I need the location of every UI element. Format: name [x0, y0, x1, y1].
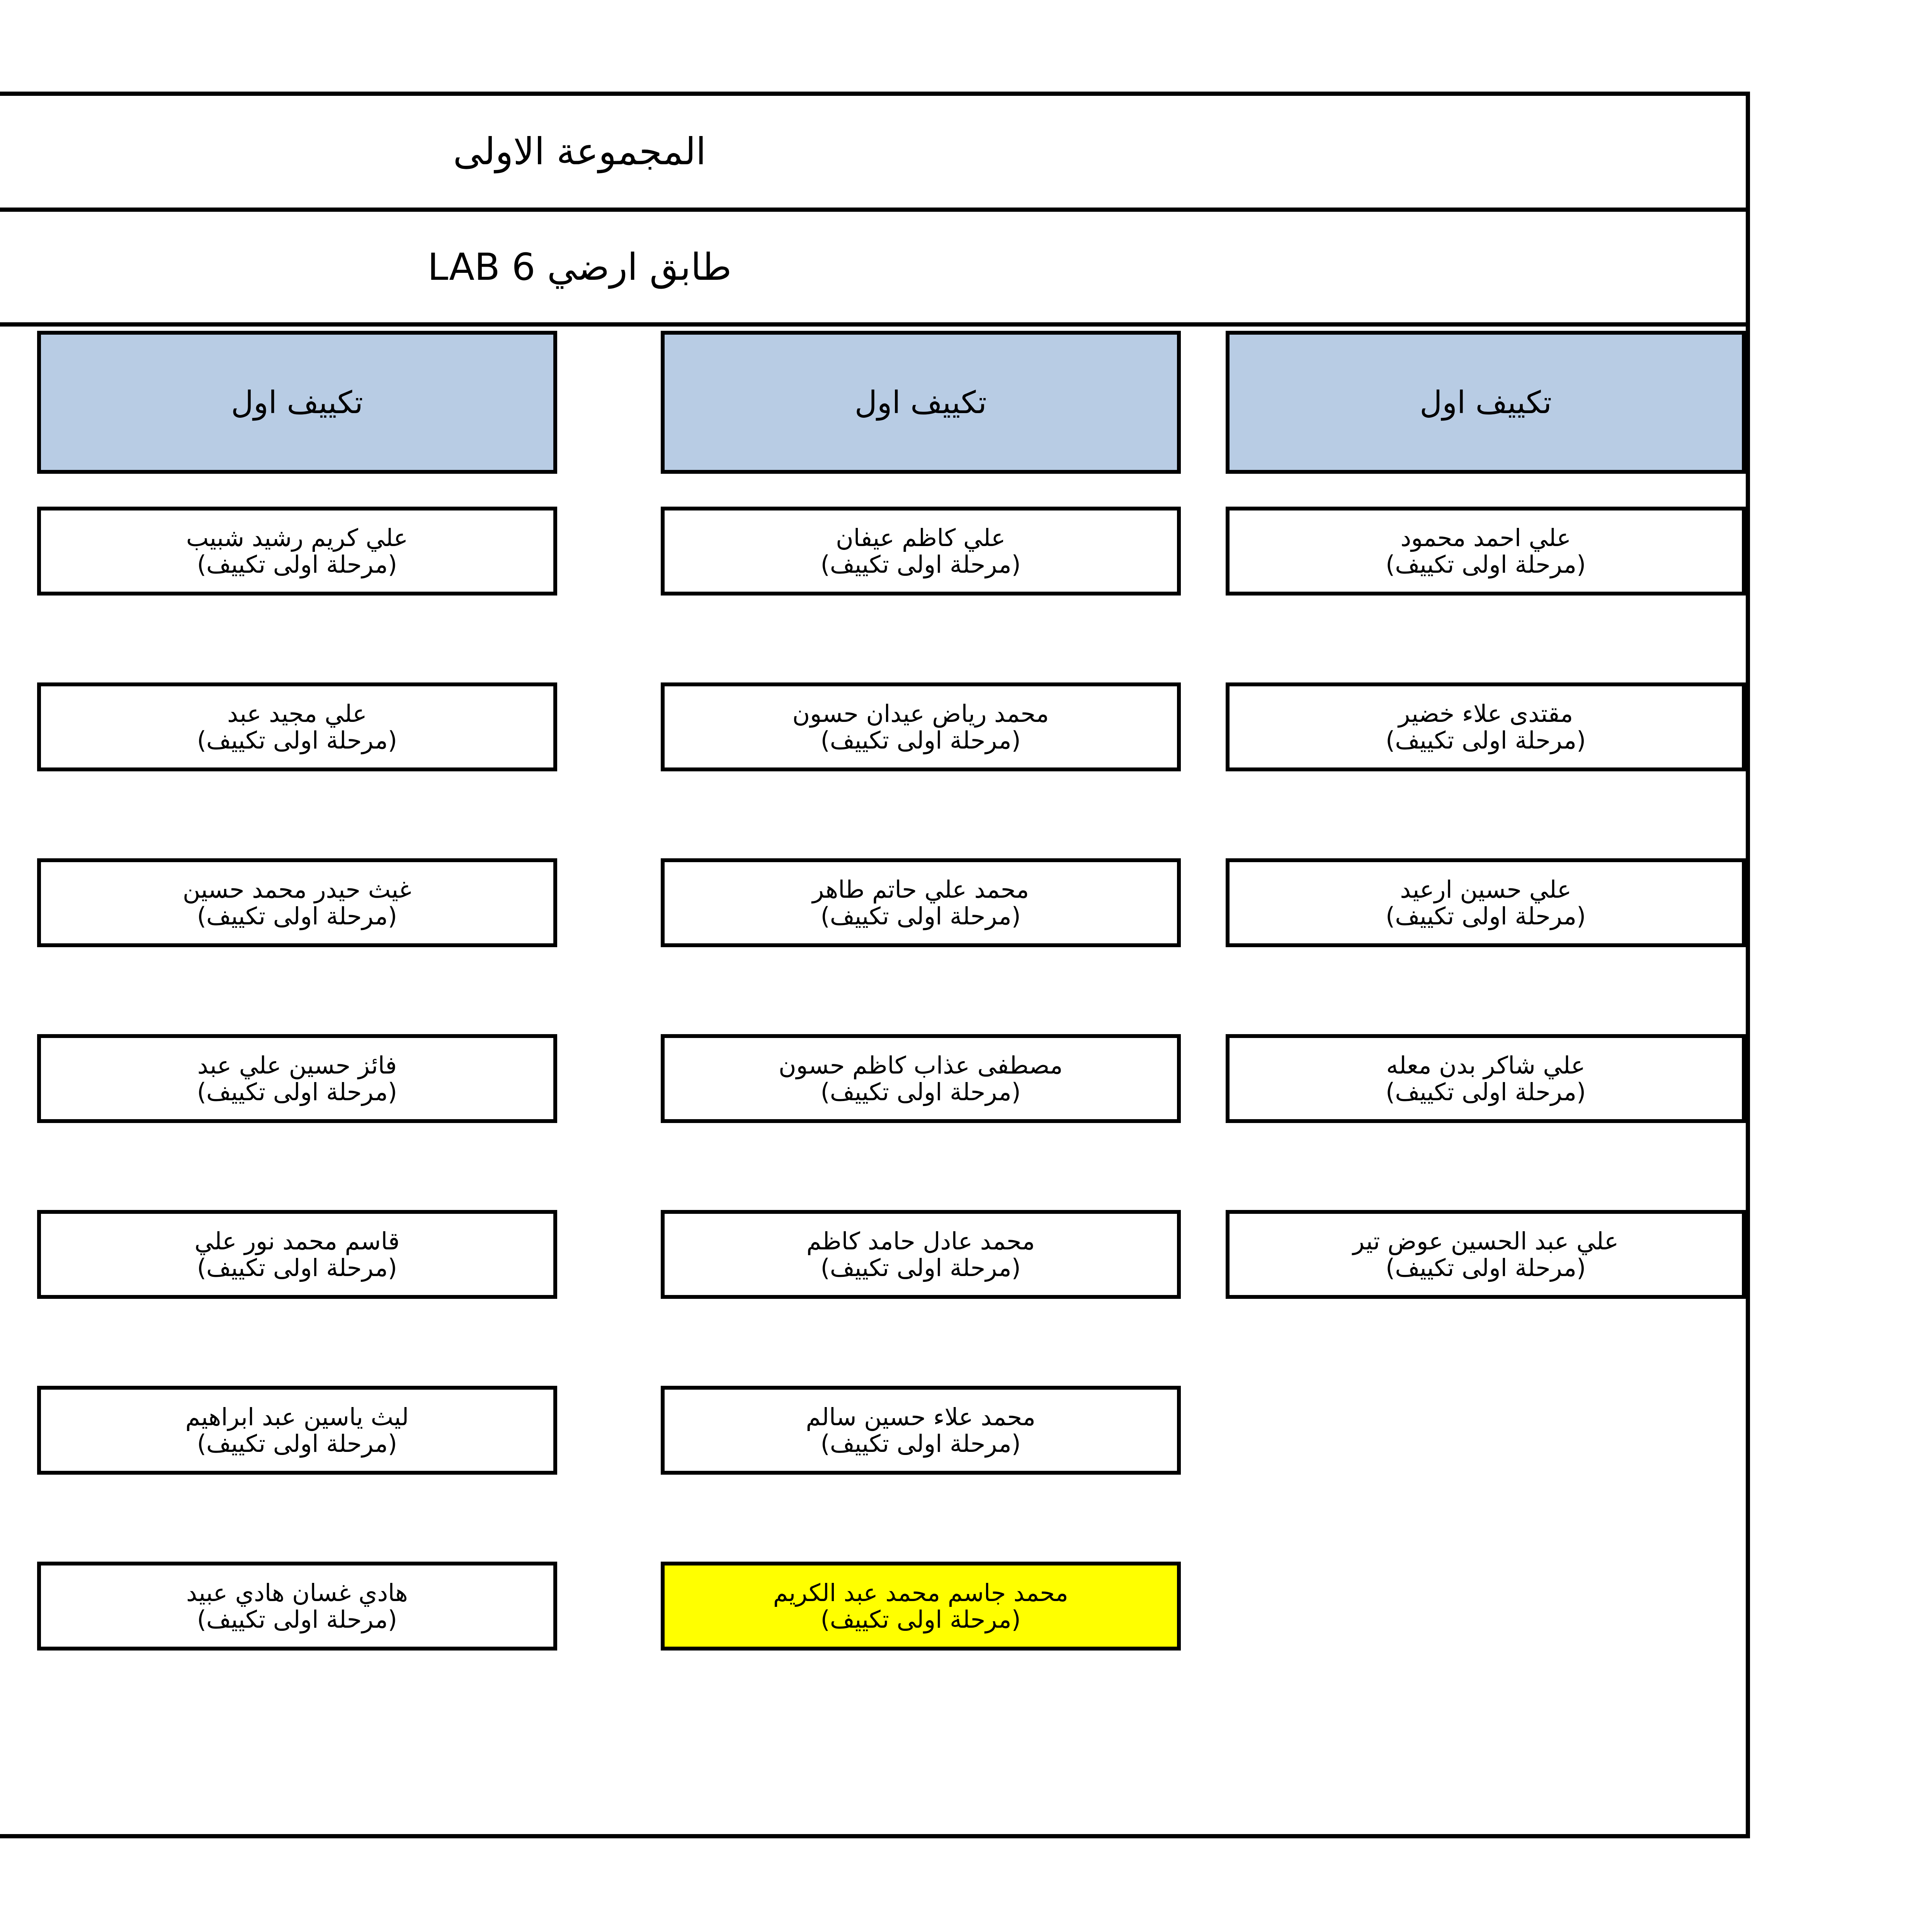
student-cell[interactable]: غيث حيدر محمد حسين (مرحلة اولى تكييف): [37, 858, 557, 947]
column-header-label: تكييف اول: [1420, 384, 1552, 420]
student-cell[interactable]: محمد علاء حسين سالم (مرحلة اولى تكييف): [660, 1386, 1181, 1475]
page-title: المجموعة الاولى: [453, 130, 706, 174]
student-name: محمد علاء حسين سالم: [806, 1402, 1036, 1431]
student-name: محمد علي حاتم طاهر: [812, 875, 1029, 904]
student-stage: (مرحلة اولى تكييف): [820, 1078, 1021, 1106]
student-cell[interactable]: محمد عادل حامد كاظم (مرحلة اولى تكييف): [660, 1210, 1181, 1299]
student-stage: (مرحلة اولى تكييف): [820, 1254, 1021, 1282]
student-name: علي شاكر بدن معله: [1386, 1051, 1585, 1079]
student-cell[interactable]: هادي غسان هادي عبيد (مرحلة اولى تكييف): [37, 1562, 557, 1651]
group-title-row: المجموعة الاولى: [0, 96, 1746, 212]
student-name: محمد رياض عيدان حسون: [792, 699, 1049, 728]
student-stage: (مرحلة اولى تكييف): [1386, 726, 1586, 754]
column-header-label: تكييف اول: [854, 384, 987, 420]
column-header-ac-first-c: تكييف اول: [37, 331, 557, 474]
student-cell-highlighted[interactable]: محمد جاسم محمد عبد الكريم (مرحلة اولى تك…: [660, 1562, 1181, 1651]
student-cell[interactable]: فائز حسين علي عبد (مرحلة اولى تكييف): [37, 1034, 557, 1123]
student-stage: (مرحلة اولى تكييف): [1386, 550, 1586, 579]
column-spacer: [0, 331, 37, 1834]
student-name: مقتدى علاء خضير: [1398, 699, 1573, 728]
student-stage: (مرحلة اولى تكييف): [197, 1078, 397, 1106]
student-cell[interactable]: مقتدى علاء خضير (مرحلة اولى تكييف): [1226, 682, 1746, 771]
student-cell[interactable]: علي حسين ارعيد (مرحلة اولى تكييف): [1226, 858, 1746, 947]
student-name: محمد جاسم محمد عبد الكريم: [773, 1578, 1068, 1607]
student-cell[interactable]: علي كريم رشيد شبيب (مرحلة اولى تكييف): [37, 507, 557, 596]
student-name: علي احمد محمود: [1400, 523, 1571, 552]
student-stage: (مرحلة اولى تكييف): [197, 726, 397, 754]
student-name: علي كريم رشيد شبيب: [186, 523, 408, 552]
student-stage: (مرحلة اولى تكييف): [197, 1605, 397, 1634]
student-stage: (مرحلة اولى تكييف): [820, 550, 1021, 579]
column-spacer: [1181, 331, 1226, 1834]
student-stage: (مرحلة اولى تكييف): [820, 1605, 1021, 1634]
student-stage: (مرحلة اولى تكييف): [197, 1254, 397, 1282]
student-stage: (مرحلة اولى تكييف): [197, 902, 397, 930]
student-stage: (مرحلة اولى تكييف): [1386, 902, 1586, 930]
column-header-label: تكييف اول: [231, 384, 363, 420]
student-name: قاسم محمد نور علي: [194, 1227, 400, 1255]
student-stage: (مرحلة اولى تكييف): [820, 1429, 1021, 1458]
student-cell[interactable]: محمد علي حاتم طاهر (مرحلة اولى تكييف): [660, 858, 1181, 947]
student-cell[interactable]: علي شاكر بدن معله (مرحلة اولى تكييف): [1226, 1034, 1746, 1123]
student-name: علي كاظم عيفان: [836, 523, 1006, 552]
student-name: ليث ياسين عبد ابراهيم: [185, 1402, 409, 1431]
table-frame: المجموعة الاولى طابق ارضي LAB 6 تكييف او…: [0, 92, 1750, 1838]
student-stage: (مرحلة اولى تكييف): [1386, 1254, 1586, 1282]
student-cell[interactable]: علي كاظم عيفان (مرحلة اولى تكييف): [660, 507, 1181, 596]
student-name: علي مجيد عبد: [227, 699, 367, 728]
student-cell[interactable]: قاسم محمد نور علي (مرحلة اولى تكييف): [37, 1210, 557, 1299]
student-cell[interactable]: علي احمد محمود (مرحلة اولى تكييف): [1226, 507, 1746, 596]
column-header-ac-first-a: تكييف اول: [1226, 331, 1746, 474]
columns-container: تكييف اول علي احمد محمود (مرحلة اولى تكي…: [0, 331, 1746, 1834]
student-name: علي عبد الحسين عوض تير: [1353, 1227, 1619, 1255]
student-name: هادي غسان هادي عبيد: [186, 1578, 408, 1607]
student-stage: (مرحلة اولى تكييف): [197, 1429, 397, 1458]
student-name: فائز حسين علي عبد: [197, 1051, 397, 1079]
column-ac-first-a: تكييف اول علي احمد محمود (مرحلة اولى تكي…: [1226, 331, 1746, 1834]
column-ac-first-c: تكييف اول علي كريم رشيد شبيب (مرحلة اولى…: [37, 331, 557, 1834]
column-header-ac-first-b: تكييف اول: [660, 331, 1181, 474]
column-ac-first-b: تكييف اول علي كاظم عيفان (مرحلة اولى تكي…: [660, 331, 1181, 1834]
student-stage: (مرحلة اولى تكييف): [820, 726, 1021, 754]
student-cell[interactable]: مصطفى عذاب كاظم حسون (مرحلة اولى تكييف): [660, 1034, 1181, 1123]
column-spacer: [557, 331, 661, 1834]
student-name: مصطفى عذاب كاظم حسون: [778, 1051, 1063, 1079]
student-name: محمد عادل حامد كاظم: [806, 1227, 1035, 1255]
student-cell[interactable]: ليث ياسين عبد ابراهيم (مرحلة اولى تكييف): [37, 1386, 557, 1475]
student-stage: (مرحلة اولى تكييف): [820, 902, 1021, 930]
student-cell[interactable]: علي عبد الحسين عوض تير (مرحلة اولى تكييف…: [1226, 1210, 1746, 1299]
student-stage: (مرحلة اولى تكييف): [1386, 1078, 1586, 1106]
student-stage: (مرحلة اولى تكييف): [197, 550, 397, 579]
floor-lab-row: طابق ارضي LAB 6: [0, 212, 1746, 327]
student-cell[interactable]: محمد رياض عيدان حسون (مرحلة اولى تكييف): [660, 682, 1181, 771]
student-name: غيث حيدر محمد حسين: [182, 875, 412, 904]
student-cell[interactable]: علي مجيد عبد (مرحلة اولى تكييف): [37, 682, 557, 771]
page-subtitle: طابق ارضي LAB 6: [427, 245, 732, 289]
student-name: علي حسين ارعيد: [1400, 875, 1571, 904]
